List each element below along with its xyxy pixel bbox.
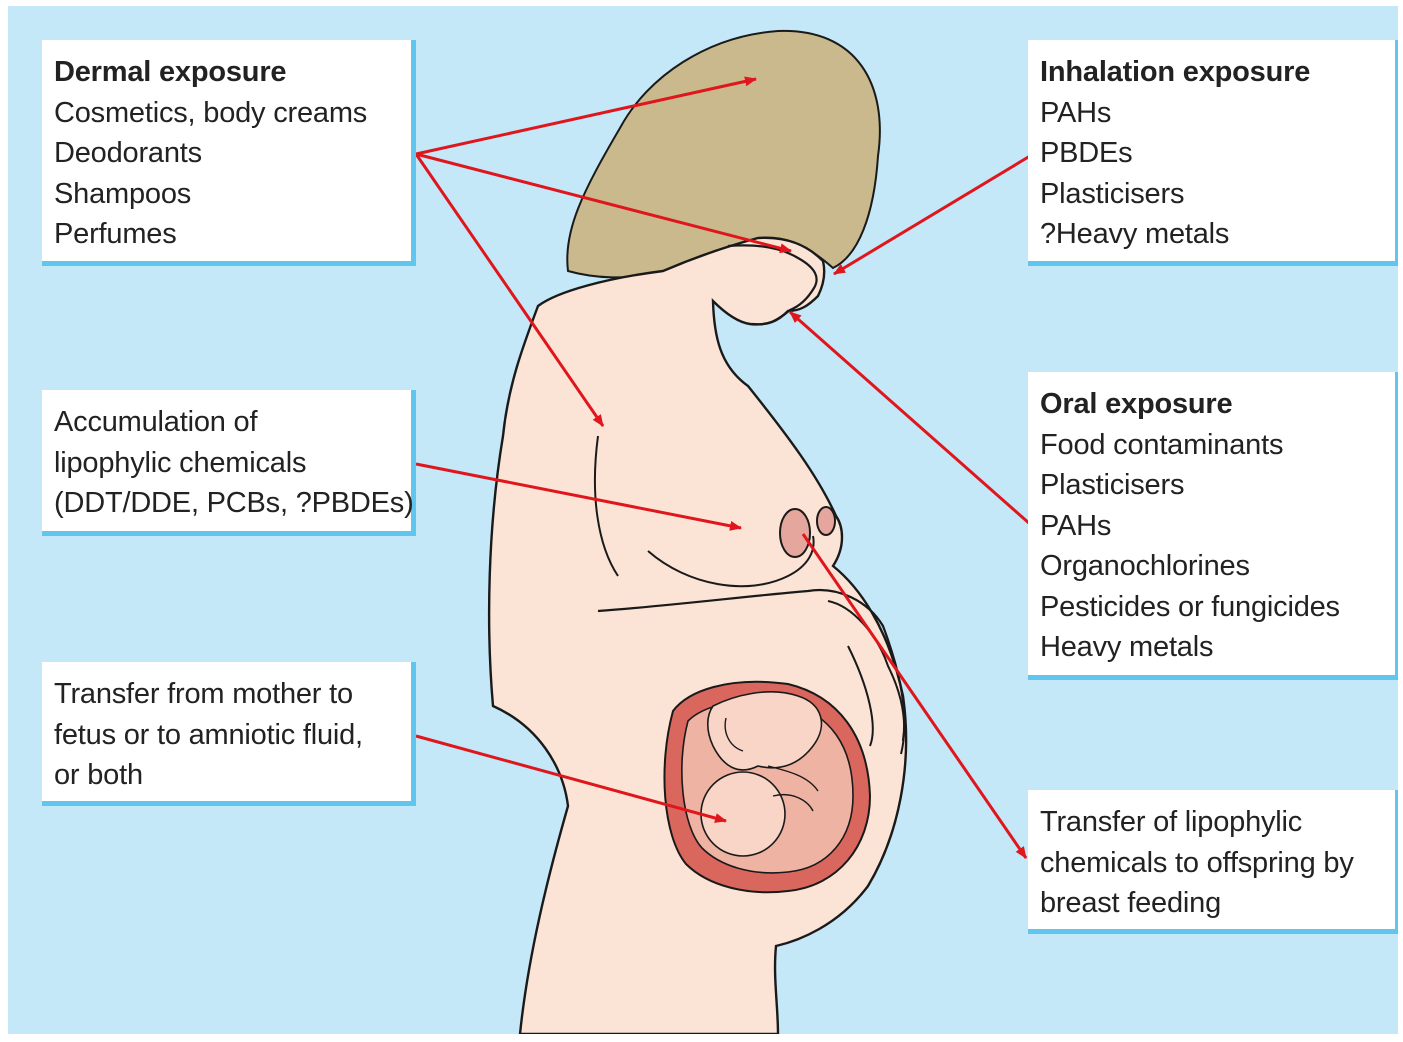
- inhalation-item: ?Heavy metals: [1040, 214, 1385, 255]
- accumulation-line: Accumulation of: [54, 402, 401, 443]
- accumulation-box: Accumulation of lipophylic chemicals (DD…: [42, 390, 416, 536]
- oral-exposure-title: Oral exposure: [1040, 384, 1385, 425]
- breast-feeding-box: Transfer of lipophylic chemicals to offs…: [1028, 790, 1398, 934]
- oral-item: PAHs: [1040, 506, 1385, 547]
- transfer-fetus-box: Transfer from mother to fetus or to amni…: [42, 662, 416, 806]
- diagram-stage: Dermal exposure Cosmetics, body creams D…: [8, 6, 1398, 1034]
- breast-feeding-line: Transfer of lipophylic: [1040, 802, 1385, 843]
- breast-feeding-line: breast feeding: [1040, 883, 1385, 924]
- inhalation-item: PAHs: [1040, 93, 1385, 134]
- oral-item: Heavy metals: [1040, 627, 1385, 668]
- areola-left: [780, 509, 810, 557]
- dermal-item: Shampoos: [54, 174, 401, 215]
- inhalation-item: Plasticisers: [1040, 174, 1385, 215]
- inhalation-exposure-title: Inhalation exposure: [1040, 52, 1385, 93]
- oral-item: Pesticides or fungicides: [1040, 587, 1385, 628]
- hair-shape: [567, 31, 880, 278]
- arrow-oral: [790, 312, 1030, 524]
- oral-item: Plasticisers: [1040, 465, 1385, 506]
- dermal-exposure-box: Dermal exposure Cosmetics, body creams D…: [42, 40, 416, 266]
- transfer-fetus-line: Transfer from mother to: [54, 674, 401, 715]
- breast-feeding-line: chemicals to offspring by: [1040, 843, 1385, 884]
- areola-right: [817, 507, 835, 535]
- inhalation-item: PBDEs: [1040, 133, 1385, 174]
- oral-item: Food contaminants: [1040, 425, 1385, 466]
- transfer-fetus-line: fetus or to amniotic fluid,: [54, 715, 401, 756]
- transfer-fetus-line: or both: [54, 755, 401, 796]
- accumulation-line: (DDT/DDE, PCBs, ?PBDEs): [54, 483, 401, 524]
- dermal-item: Deodorants: [54, 133, 401, 174]
- dermal-exposure-title: Dermal exposure: [54, 52, 401, 93]
- oral-item: Organochlorines: [1040, 546, 1385, 587]
- oral-exposure-box: Oral exposure Food contaminants Plastici…: [1028, 372, 1398, 680]
- inhalation-exposure-box: Inhalation exposure PAHs PBDEs Plasticis…: [1028, 40, 1398, 266]
- dermal-item: Perfumes: [54, 214, 401, 255]
- accumulation-line: lipophylic chemicals: [54, 443, 401, 484]
- dermal-item: Cosmetics, body creams: [54, 93, 401, 134]
- body-silhouette: [489, 238, 906, 1034]
